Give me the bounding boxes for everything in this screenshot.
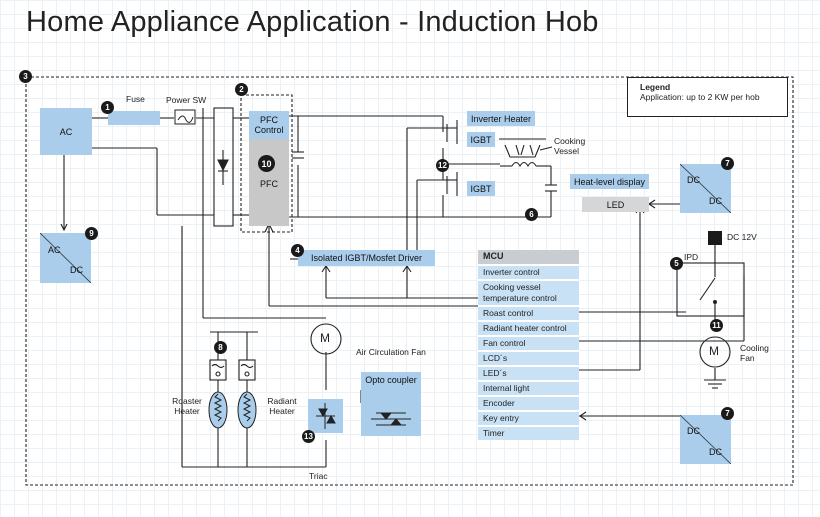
mcu-item: Key entry <box>478 410 579 425</box>
air-fan-motor-icon: M <box>320 331 330 345</box>
mcu-title: MCU <box>478 250 579 264</box>
marker-13: 13 <box>302 430 315 443</box>
led-block: LED <box>582 197 649 212</box>
triac-block <box>308 399 343 433</box>
pfc-control-block: PFC Control <box>249 111 289 139</box>
radiant-heater-label: Radiant Heater <box>267 396 297 416</box>
marker-4: 4 <box>291 244 304 257</box>
fuse-block <box>108 111 160 125</box>
fuse-label: Fuse <box>126 94 145 104</box>
mcu-item: Fan control <box>478 335 579 350</box>
dc-dc-converter-bottom-block: DC DC <box>680 415 731 464</box>
marker-6: 6 <box>525 208 538 221</box>
dcdc-top-output-label: DC <box>709 196 722 206</box>
mcu-item: Cooking vessel temperature control <box>478 279 579 305</box>
triac-label: Triac <box>309 471 328 481</box>
mcu-item: Radiant heater control <box>478 320 579 335</box>
mcu-item: LCD´s <box>478 350 579 365</box>
marker-10: 10 <box>258 155 275 172</box>
marker-1: 1 <box>101 101 114 114</box>
dc-dc-converter-top-block: DC DC <box>680 164 731 213</box>
legend-box: Legend Application: up to 2 KW per hob <box>627 77 788 117</box>
dcdc-bottom-output-label: DC <box>709 447 722 457</box>
opto-coupler-symbol <box>361 403 421 436</box>
opto-triac-icon <box>371 412 411 426</box>
marker-5: 5 <box>670 257 683 270</box>
legend-title: Legend <box>640 82 671 92</box>
dc-12v-label: DC 12V <box>727 232 757 242</box>
marker-7-top: 7 <box>721 157 734 170</box>
heat-level-display-block: Heat-level display <box>570 174 649 189</box>
mcu-item: LED´s <box>478 365 579 380</box>
inverter-heater-block: Inverter Heater <box>467 111 535 126</box>
marker-7-bottom: 7 <box>721 407 734 420</box>
power-switch-label: Power SW <box>166 95 207 105</box>
marker-11: 11 <box>710 319 723 332</box>
legend-text: Application: up to 2 KW per hob <box>640 92 760 102</box>
opto-coupler-block: Opto coupler <box>361 372 421 403</box>
mcu-item: Roast control <box>478 305 579 320</box>
dcdc-top-input-label: DC <box>687 175 700 185</box>
mcu-item: Timer <box>478 425 579 440</box>
pfc-boundary-frame <box>240 94 293 233</box>
ac-dc-output-label: DC <box>70 265 83 275</box>
mcu-item: Encoder <box>478 395 579 410</box>
igbt-top-block: IGBT <box>467 132 495 147</box>
page-title: Home Appliance Application - Induction H… <box>26 6 599 38</box>
dcdc-bottom-input-label: DC <box>687 426 700 436</box>
system-boundary-frame <box>25 76 794 486</box>
igbt-bottom-block: IGBT <box>467 181 495 196</box>
cooking-vessel-label: Cooking Vessel <box>554 136 586 156</box>
cooling-fan-motor-icon: M <box>709 344 719 358</box>
triac-icon <box>316 403 336 429</box>
ac-dc-converter-block: AC DC <box>40 233 91 283</box>
marker-2: 2 <box>235 83 248 96</box>
pfc-block: PFC <box>249 139 289 226</box>
mcu-item: Inverter control <box>478 264 579 279</box>
marker-8: 8 <box>214 341 227 354</box>
pfc-label: PFC <box>260 179 278 189</box>
ipd-label: IPD <box>684 252 699 262</box>
marker-12: 12 <box>436 159 449 172</box>
marker-3: 3 <box>19 70 32 83</box>
mcu-block: MCU Inverter control Cooking vessel temp… <box>478 250 579 440</box>
air-circulation-fan-label: Air Circulation Fan <box>356 347 426 357</box>
isolated-driver-block: Isolated IGBT/Mosfet Driver <box>298 250 435 266</box>
ac-dc-input-label: AC <box>48 245 61 255</box>
roaster-heater-label: Roaster Heater <box>172 396 202 416</box>
cooling-fan-label: Cooling Fan <box>740 343 769 363</box>
mcu-item: Internal light <box>478 380 579 395</box>
marker-9: 9 <box>85 227 98 240</box>
ac-source-block: AC <box>40 108 92 155</box>
